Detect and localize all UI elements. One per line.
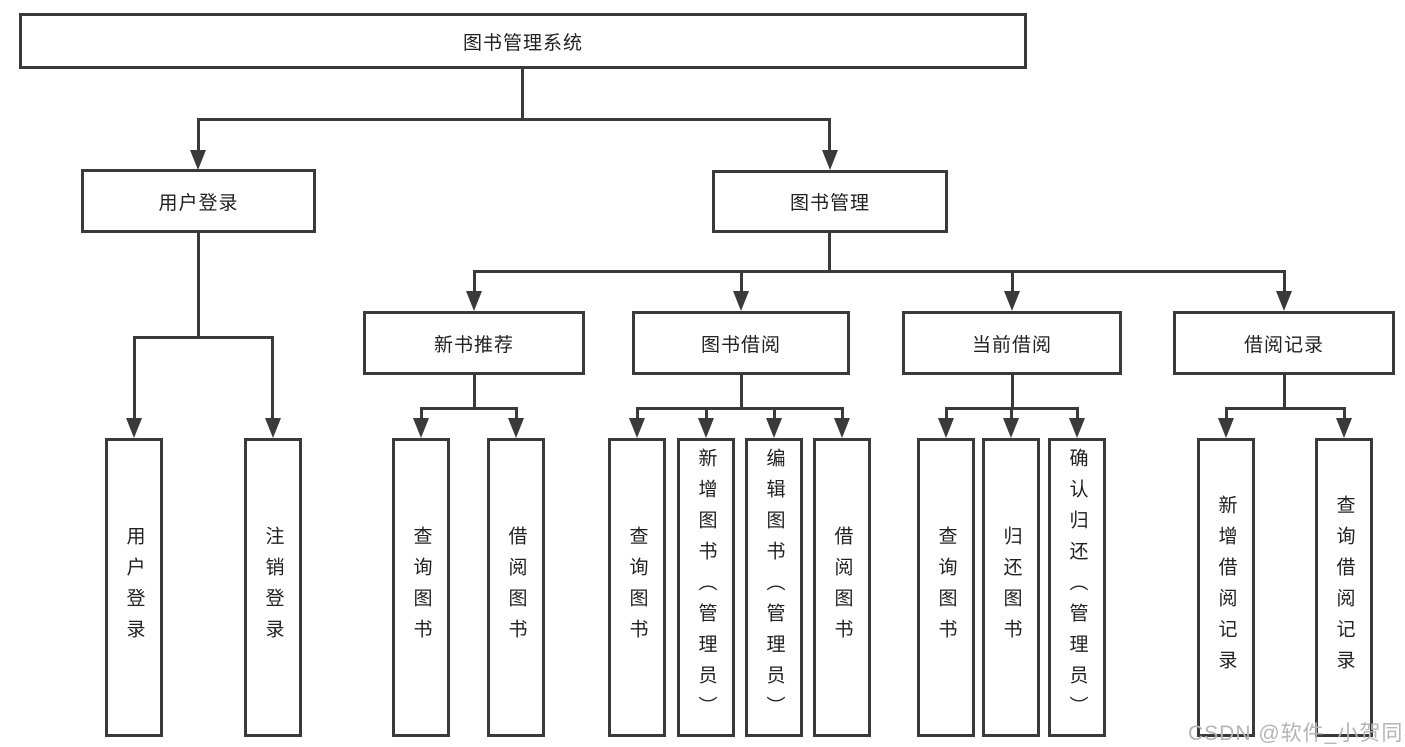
- connector-stem: [473, 375, 476, 410]
- connector-drop: [636, 407, 639, 420]
- leaf-logout: 注销登录: [244, 438, 302, 737]
- arrowhead-down-icon: [1218, 418, 1234, 438]
- connector-drop: [740, 270, 743, 293]
- arrowhead-down-icon: [1004, 291, 1020, 311]
- connector-drop: [473, 270, 476, 293]
- connector-drop: [828, 118, 831, 152]
- connector-stem: [740, 375, 743, 410]
- connector-bookmgmt-stem: [828, 233, 831, 273]
- arrowhead-down-icon: [629, 418, 645, 438]
- leaf-query-books-current: 查询图书: [917, 438, 975, 737]
- node-book-borrow: 图书借阅: [632, 311, 850, 375]
- leaf-borrow-books: 借阅图书: [813, 438, 871, 737]
- leaf-label: 借阅图书: [831, 525, 853, 650]
- connector-drop: [515, 407, 518, 420]
- connector-drop: [197, 118, 200, 152]
- connector-drop: [705, 407, 708, 420]
- connector-bookmgmt-bar: [473, 270, 1286, 273]
- node-book-management: 图书管理: [712, 170, 948, 233]
- node-user-login: 用户登录: [81, 169, 316, 233]
- leaf-label: 查询借阅记录: [1333, 494, 1355, 681]
- connector-drop: [133, 336, 136, 420]
- connector-drop: [945, 407, 948, 420]
- connector-drop: [1010, 407, 1013, 420]
- leaf-label: 编辑图书（管理员）: [763, 448, 785, 727]
- connector-root-bar: [197, 118, 831, 121]
- arrowhead-down-icon: [190, 150, 206, 170]
- node-borrow-records: 借阅记录: [1173, 311, 1395, 375]
- leaf-label: 借阅图书: [505, 525, 527, 650]
- connector-drop: [420, 407, 423, 420]
- leaf-query-borrow-record: 查询借阅记录: [1315, 438, 1373, 737]
- arrowhead-down-icon: [1069, 418, 1085, 438]
- arrowhead-down-icon: [938, 418, 954, 438]
- node-current-borrow: 当前借阅: [902, 311, 1122, 375]
- leaf-label: 归还图书: [1000, 525, 1022, 650]
- arrowhead-down-icon: [1003, 418, 1019, 438]
- arrowhead-down-icon: [413, 418, 429, 438]
- connector-bar: [636, 407, 844, 410]
- connector-drop: [773, 407, 776, 420]
- arrowhead-down-icon: [834, 418, 850, 438]
- connector-drop: [271, 336, 274, 420]
- connector-drop: [1283, 270, 1286, 293]
- leaf-add-borrow-record: 新增借阅记录: [1197, 438, 1255, 737]
- arrowhead-down-icon: [265, 418, 281, 438]
- arrowhead-down-icon: [766, 418, 782, 438]
- leaf-borrow-books-recommend: 借阅图书: [487, 438, 545, 737]
- connector-bar: [1225, 407, 1346, 410]
- connector-drop: [1343, 407, 1346, 420]
- leaf-label: 用户登录: [123, 525, 145, 650]
- arrowhead-down-icon: [822, 150, 838, 170]
- arrowhead-down-icon: [733, 291, 749, 311]
- connector-userlogin-bar: [133, 336, 274, 339]
- node-root: 图书管理系统: [19, 13, 1027, 69]
- leaf-label: 新增借阅记录: [1215, 494, 1237, 681]
- connector-userlogin-stem: [197, 233, 200, 339]
- arrowhead-down-icon: [1336, 418, 1352, 438]
- connector-root-stem: [521, 69, 524, 121]
- leaf-label: 注销登录: [262, 525, 284, 650]
- connector-drop: [1076, 407, 1079, 420]
- arrowhead-down-icon: [1276, 291, 1292, 311]
- connector-drop: [1225, 407, 1228, 420]
- leaf-label: 确认归还（管理员）: [1066, 448, 1088, 727]
- leaf-label: 新增图书（管理员）: [695, 448, 717, 727]
- leaf-label: 查询图书: [626, 525, 648, 650]
- leaf-return-books: 归还图书: [982, 438, 1040, 737]
- leaf-add-books-admin: 新增图书（管理员）: [677, 438, 735, 737]
- arrowhead-down-icon: [698, 418, 714, 438]
- leaf-query-books-recommend: 查询图书: [392, 438, 450, 737]
- connector-bar: [420, 407, 518, 410]
- leaf-confirm-return-admin: 确认归还（管理员）: [1048, 438, 1106, 737]
- connector-drop: [1011, 270, 1014, 293]
- arrowhead-down-icon: [126, 418, 142, 438]
- connector-stem: [1011, 375, 1014, 410]
- leaf-edit-books-admin: 编辑图书（管理员）: [745, 438, 803, 737]
- node-new-book-recommend: 新书推荐: [363, 311, 585, 375]
- arrowhead-down-icon: [508, 418, 524, 438]
- connector-drop: [841, 407, 844, 420]
- leaf-label: 查询图书: [935, 525, 957, 650]
- arrowhead-down-icon: [466, 291, 482, 311]
- connector-stem: [1283, 375, 1286, 410]
- leaf-user-login: 用户登录: [105, 438, 163, 737]
- leaf-label: 查询图书: [410, 525, 432, 650]
- csdn-watermark: CSDN @软件_小贺同学: [1188, 722, 1405, 745]
- leaf-query-books-borrow: 查询图书: [608, 438, 666, 737]
